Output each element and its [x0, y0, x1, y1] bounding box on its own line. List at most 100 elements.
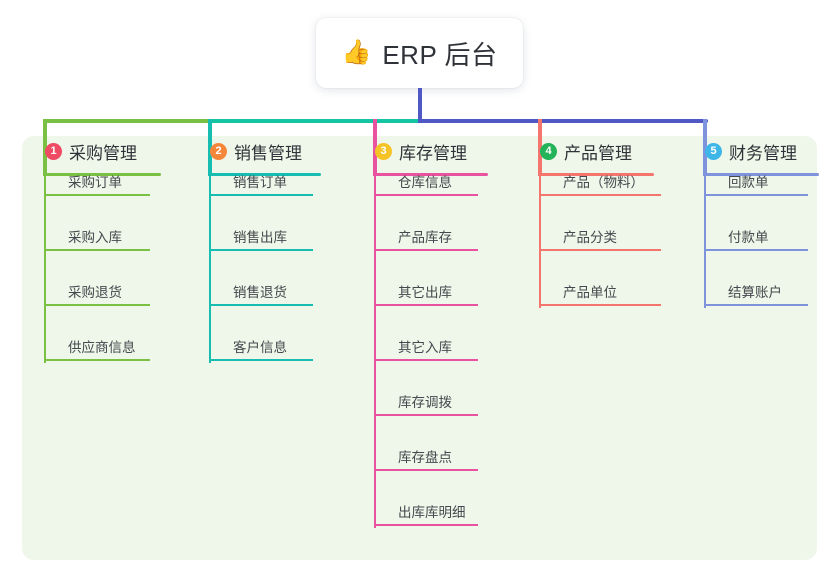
leaf-node[interactable]: 采购退货 [44, 276, 160, 306]
column-spine-5 [704, 176, 706, 308]
column-badge-5: 5 [705, 142, 722, 160]
leaf-label: 采购入库 [68, 230, 122, 245]
leaf-node[interactable]: 供应商信息 [44, 331, 160, 361]
leaf-underline [44, 194, 150, 196]
column-underline-1 [43, 173, 161, 176]
leaf-node[interactable]: 产品单位 [539, 276, 671, 306]
branches-panel [22, 136, 817, 560]
leaf-underline [374, 469, 478, 471]
leaf-node[interactable]: 销售出库 [209, 221, 323, 251]
leaf-node[interactable]: 其它出库 [374, 276, 488, 306]
column-spine-4 [539, 176, 541, 308]
column-title-2: 销售管理 [234, 143, 302, 163]
leaf-underline [539, 194, 661, 196]
column-header-5[interactable]: 5 财务管理 [693, 136, 797, 166]
leaf-node[interactable]: 产品库存 [374, 221, 488, 251]
leaf-underline [374, 304, 478, 306]
column-badge-4: 4 [540, 142, 557, 160]
leaf-node[interactable]: 付款单 [704, 221, 818, 251]
leaf-underline [374, 194, 478, 196]
root-node-content: 👍 ERP 后台 [341, 35, 497, 72]
leaf-node[interactable]: 仓库信息 [374, 166, 488, 196]
root-node[interactable]: 👍 ERP 后台 [316, 18, 523, 88]
leaf-underline [44, 249, 150, 251]
leaf-label: 付款单 [728, 230, 769, 245]
leaf-node[interactable]: 结算账户 [704, 276, 818, 306]
leaf-node[interactable]: 客户信息 [209, 331, 323, 361]
leaf-node[interactable]: 产品分类 [539, 221, 671, 251]
leaf-node[interactable]: 回款单 [704, 166, 818, 196]
column-spine-3 [374, 176, 376, 528]
column-badge-1: 1 [45, 142, 62, 160]
leaf-node[interactable]: 出库库明细 [374, 496, 488, 526]
column-header-4[interactable]: 4 产品管理 [528, 136, 632, 166]
column-header-2[interactable]: 2 销售管理 [198, 136, 302, 166]
leaf-label: 销售订单 [233, 175, 287, 190]
leaf-underline [704, 194, 808, 196]
leaf-underline [704, 249, 808, 251]
leaf-underline [374, 524, 478, 526]
leaf-label: 库存调拨 [398, 395, 452, 410]
leaf-underline [374, 414, 478, 416]
leaf-underline [209, 194, 313, 196]
leaf-node[interactable]: 库存盘点 [374, 441, 488, 471]
leaf-node[interactable]: 销售退货 [209, 276, 323, 306]
leaf-node[interactable]: 采购入库 [44, 221, 160, 251]
leaf-label: 其它入库 [398, 340, 452, 355]
column-title-3: 库存管理 [399, 143, 467, 163]
column-5: 5 财务管理回款单付款单结算账户 [693, 136, 819, 308]
column-badge-3: 3 [375, 142, 392, 160]
column-title-4: 产品管理 [564, 143, 632, 163]
leaf-label: 客户信息 [233, 340, 287, 355]
leaf-node[interactable]: 其它入库 [374, 331, 488, 361]
leaf-underline [539, 249, 661, 251]
root-node-title: ERP 后台 [382, 39, 498, 70]
leaf-label: 销售出库 [233, 230, 287, 245]
column-underline-5 [703, 173, 819, 176]
leaf-underline [539, 304, 661, 306]
column-underline-3 [373, 173, 488, 176]
column-spine-1 [44, 176, 46, 363]
leaf-label: 出库库明细 [398, 505, 466, 520]
leaf-label: 采购退货 [68, 285, 122, 300]
leaf-underline [374, 249, 478, 251]
leaf-label: 其它出库 [398, 285, 452, 300]
leaf-underline [209, 359, 313, 361]
column-spine-2 [209, 176, 211, 363]
thumbs-up-icon: 👍 [341, 39, 372, 66]
leaf-label: 回款单 [728, 175, 769, 190]
column-badge-2: 2 [210, 142, 227, 160]
leaf-label: 结算账户 [728, 285, 782, 300]
leaf-label: 供应商信息 [68, 340, 136, 355]
leaf-label: 库存盘点 [398, 450, 452, 465]
leaf-label: 产品单位 [563, 285, 617, 300]
leaf-label: 仓库信息 [398, 175, 452, 190]
leaf-label: 产品分类 [563, 230, 617, 245]
column-2: 2 销售管理销售订单销售出库销售退货客户信息 [198, 136, 321, 363]
trunk-segment-indigo [419, 119, 708, 123]
leaf-node[interactable]: 库存调拨 [374, 386, 488, 416]
column-title-5: 财务管理 [729, 143, 797, 163]
column-header-3[interactable]: 3 库存管理 [363, 136, 467, 166]
column-underline-4 [538, 173, 654, 176]
column-3: 3 库存管理仓库信息产品库存其它出库其它入库库存调拨库存盘点出库库明细 [363, 136, 488, 528]
leaf-node[interactable]: 采购订单 [44, 166, 160, 196]
leaf-node[interactable]: 产品（物料） [539, 166, 671, 196]
column-underline-2 [208, 173, 321, 176]
leaf-underline [209, 304, 313, 306]
trunk-segment-teal [209, 119, 422, 123]
leaf-underline [44, 304, 150, 306]
leaf-label: 采购订单 [68, 175, 122, 190]
root-drop-connector [418, 88, 422, 123]
leaf-label: 销售退货 [233, 285, 287, 300]
leaf-label: 产品（物料） [563, 175, 644, 190]
leaf-underline [374, 359, 478, 361]
leaf-label: 产品库存 [398, 230, 452, 245]
leaf-node[interactable]: 销售订单 [209, 166, 323, 196]
column-4: 4 产品管理产品（物料） 产品分类产品单位 [528, 136, 661, 308]
leaf-underline [44, 359, 150, 361]
leaf-underline [704, 304, 808, 306]
